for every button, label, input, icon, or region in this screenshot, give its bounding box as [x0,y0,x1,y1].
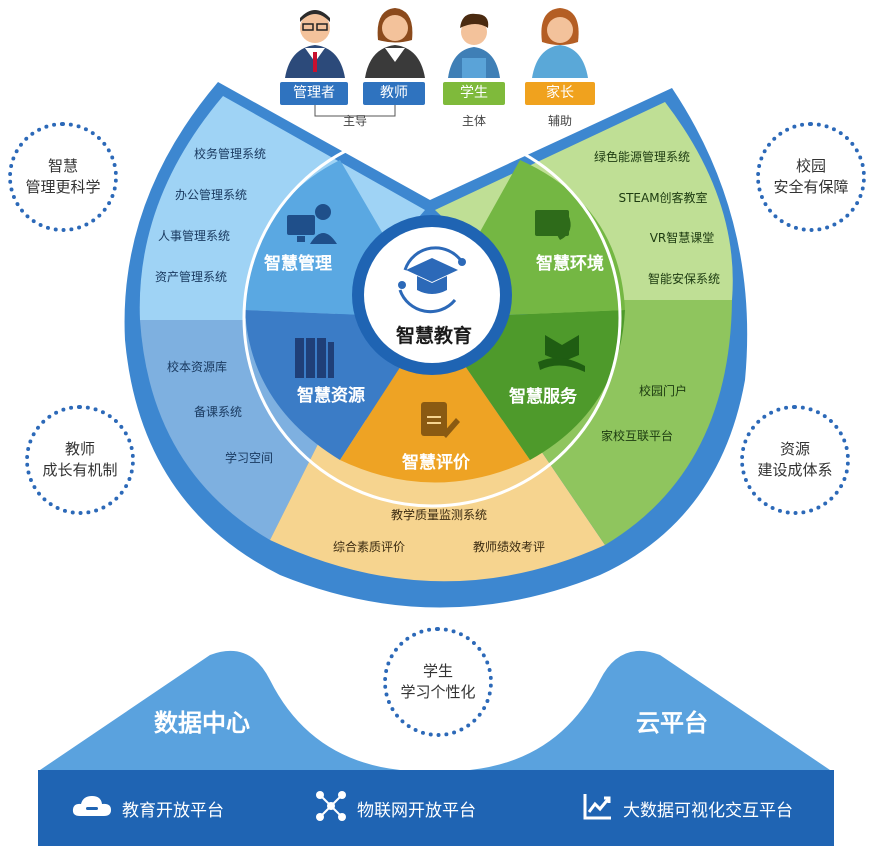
network-icon [315,790,347,827]
center-circle [364,227,500,363]
management-item: 人事管理系统 [158,228,230,243]
role-student: 学生 [443,82,505,105]
cloud-icon [72,794,112,823]
resources-item: 备课系统 [194,405,242,419]
bubble-student: 学生 学习个性化 [383,627,493,737]
bubble-management: 智慧 管理更科学 [8,122,118,232]
bubble-line: 安全有保障 [773,178,849,196]
evaluation-item: 教师绩效考评 [473,539,545,554]
bubble-line: 资源 [779,440,810,458]
environment-item: VR智慧课堂 [650,230,715,245]
evaluation-item: 教学质量监测系统 [391,507,487,522]
environment-item: 绿色能源管理系统 [594,149,690,164]
evaluation-inner [340,318,530,483]
platform-education: 教育开放平台 [72,770,224,846]
management-item: 办公管理系统 [175,187,247,202]
management-item: 资产管理系统 [155,269,227,284]
books-icon [295,338,334,378]
plant-screen-icon [535,210,571,240]
role-note-leader: 主导 [342,114,367,128]
hand-book-icon [538,335,585,372]
data-center-title: 数据中心 [154,709,250,737]
bubble-line: 学习个性化 [400,683,476,701]
bubble-line: 建设成体系 [757,461,833,479]
bubble-line: 智慧 [47,157,78,175]
platform-base [38,770,834,846]
environment-item: STEAM创客教室 [618,190,707,205]
parent-avatar [532,8,588,78]
environment-title: 智慧环境 [536,253,604,274]
data-center-hill [40,650,400,770]
document-pen-icon [421,402,460,438]
service-item: 家校互联平台 [601,428,673,443]
management-title: 智慧管理 [264,253,332,274]
service-title: 智慧服务 [509,386,578,407]
computer-user-icon [287,204,337,244]
role-note-main: 主体 [461,114,486,128]
teacher-avatar [365,8,425,78]
platform-label: 大数据可视化交互平台 [623,800,793,821]
role-manager: 管理者 [280,82,348,105]
platform-bigdata: 大数据可视化交互平台 [583,770,793,846]
cloud-platform-title: 云平台 [636,709,708,737]
evaluation-item: 综合素质评价 [333,539,405,554]
bubble-line: 学生 [422,662,453,680]
management-item: 校务管理系统 [194,146,266,161]
platform-iot: 物联网开放平台 [315,770,476,846]
environment-item: 智能安保系统 [648,271,720,286]
role-note-assist: 辅助 [547,114,572,128]
evaluation-title: 智慧评价 [402,452,471,473]
resources-item: 学习空间 [225,450,273,465]
role-parent: 家长 [525,82,595,105]
role-teacher: 教师 [363,82,425,105]
bubble-campus: 校园 安全有保障 [756,122,866,232]
service-item: 校园门户 [639,383,687,398]
platform-label: 物联网开放平台 [357,800,476,821]
leader-bracket [314,104,396,117]
bubble-teacher: 教师 成长有机制 [25,405,135,515]
cloud-platform-hill [470,650,830,770]
center-title: 智慧教育 [396,324,472,347]
graduation-cap-icon [398,246,466,314]
platform-label: 教育开放平台 [122,800,224,821]
resources-title: 智慧资源 [297,385,365,406]
bubble-resources: 资源 建设成体系 [740,405,850,515]
resources-item: 校本资源库 [167,359,227,374]
bubble-line: 教师 [64,440,95,458]
bubble-line: 管理更科学 [25,178,101,196]
student-avatar [448,13,500,78]
manager-avatar [285,10,345,78]
chart-icon [583,792,613,825]
bubble-line: 成长有机制 [42,461,118,479]
bubble-line: 校园 [795,157,826,175]
